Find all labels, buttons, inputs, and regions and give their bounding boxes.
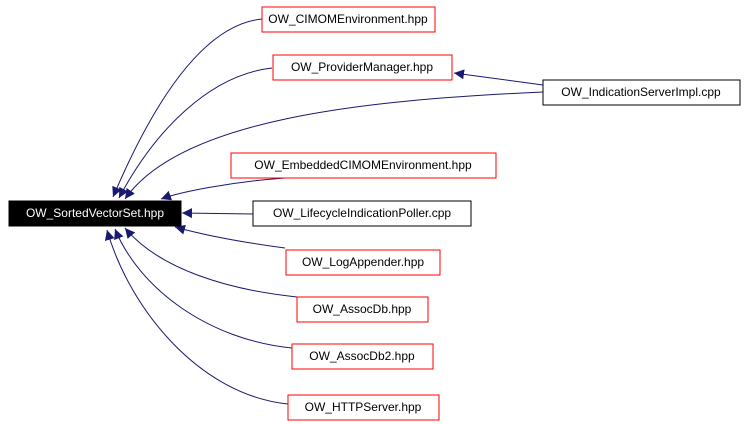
edge-provmgr-to-sorted — [118, 67, 273, 199]
node-cimom-environment[interactable]: OW_CIMOMEnvironment.hpp — [261, 6, 436, 33]
edge-embcimom-to-sorted — [160, 177, 286, 201]
edge-assocdb2-to-sorted — [114, 228, 293, 349]
svg-text:OW_LifecycleIndicationPoller.c: OW_LifecycleIndicationPoller.cpp — [273, 206, 451, 220]
node-indication-server-impl[interactable]: OW_IndicationServerImpl.cpp — [542, 79, 741, 106]
svg-text:OW_LogAppender.hpp: OW_LogAppender.hpp — [302, 255, 424, 269]
edge-lifecycle-to-sorted — [181, 208, 254, 219]
svg-text:OW_AssocDb2.hpp: OW_AssocDb2.hpp — [309, 349, 415, 363]
node-sorted-vector-set[interactable]: OW_SortedVectorSet.hpp — [8, 200, 182, 227]
svg-text:OW_ProviderManager.hpp: OW_ProviderManager.hpp — [291, 60, 433, 74]
node-provider-manager[interactable]: OW_ProviderManager.hpp — [272, 54, 453, 81]
edge-indsrv-to-sorted — [124, 91, 544, 200]
node-embedded-cimom-environment[interactable]: OW_EmbeddedCIMOMEnvironment.hpp — [230, 152, 497, 179]
edges-layer — [104, 18, 544, 405]
node-lifecycle-indication-poller[interactable]: OW_LifecycleIndicationPoller.cpp — [252, 200, 472, 227]
node-log-appender[interactable]: OW_LogAppender.hpp — [285, 249, 441, 276]
svg-text:OW_IndicationServerImpl.cpp: OW_IndicationServerImpl.cpp — [561, 85, 721, 99]
edge-indsrv-to-provmgr — [453, 69, 544, 86]
node-assoc-db2[interactable]: OW_AssocDb2.hpp — [291, 343, 434, 370]
svg-text:OW_SortedVectorSet.hpp: OW_SortedVectorSet.hpp — [26, 206, 164, 220]
svg-text:OW_AssocDb.hpp: OW_AssocDb.hpp — [313, 302, 412, 316]
svg-text:OW_HTTPServer.hpp: OW_HTTPServer.hpp — [305, 400, 422, 414]
edge-cimomenv-to-sorted — [112, 18, 263, 198]
svg-text:OW_EmbeddedCIMOMEnvironment.hp: OW_EmbeddedCIMOMEnvironment.hpp — [254, 158, 472, 172]
edge-assocdb-to-sorted — [124, 227, 298, 298]
nodes-layer: OW_SortedVectorSet.hpp OW_CIMOMEnvironme… — [8, 6, 741, 421]
edge-logapp-to-sorted — [174, 224, 286, 249]
edge-httpsrv-to-sorted — [104, 229, 289, 405]
node-assoc-db[interactable]: OW_AssocDb.hpp — [296, 296, 429, 323]
svg-text:OW_CIMOMEnvironment.hpp: OW_CIMOMEnvironment.hpp — [268, 12, 428, 26]
node-http-server[interactable]: OW_HTTPServer.hpp — [287, 394, 440, 421]
